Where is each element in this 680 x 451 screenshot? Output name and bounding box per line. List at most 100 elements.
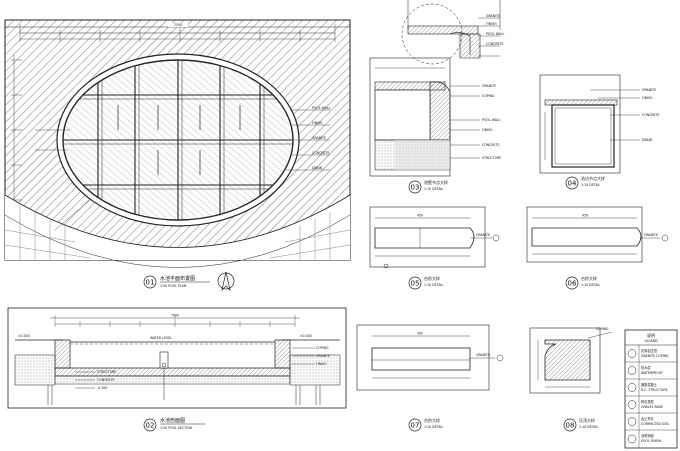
section-elevation-right: ±0.000 bbox=[300, 334, 312, 338]
detail-07-bubble bbox=[408, 418, 422, 432]
detail-05-subtitle: 1:10 DETAIL bbox=[424, 283, 443, 287]
legend-row-3-en: R.C. STRUCTURE bbox=[641, 388, 668, 392]
detail-01-number: 01 bbox=[146, 279, 155, 287]
d03-top-coping bbox=[449, 32, 471, 55]
section-right-wall bbox=[274, 339, 291, 369]
legend-row-1-en: GRANITE COPING bbox=[641, 354, 669, 358]
detail-02-subtitle: 1:50 POOL SECTION bbox=[160, 426, 193, 430]
plan-dim-ticks bbox=[19, 24, 336, 42]
d08-note-coping: COPING bbox=[596, 327, 609, 331]
d04-leaders bbox=[590, 89, 640, 141]
detail-05-step-detail: 450 GRANITE 05 台阶大样 1:10 DETAIL bbox=[369, 206, 500, 290]
plan-note-finish: FINISH bbox=[312, 121, 323, 125]
plan-bottom-arc bbox=[4, 194, 351, 248]
plan-note-concrete: CONCRETE bbox=[312, 151, 330, 155]
d03-note-concrete: CONCRETE bbox=[482, 143, 500, 147]
d06-note-granite: GRANITE bbox=[644, 233, 658, 237]
detail-03-number: 03 bbox=[411, 184, 420, 192]
detail-07-number: 07 bbox=[411, 422, 420, 430]
legend-row-rules bbox=[625, 345, 677, 448]
d03-top-note-finish: FINISH bbox=[486, 22, 497, 26]
plan-top-dimension: 7500 bbox=[174, 23, 182, 27]
section-note-structure: STRUCTURE bbox=[97, 370, 116, 374]
legend-row-6-en: POOL FINISH bbox=[641, 439, 662, 443]
d07-frame bbox=[356, 324, 490, 391]
plan-paving-grid bbox=[4, 205, 351, 260]
pool-center-arrows bbox=[117, 105, 241, 175]
detail-01-pool-plan: 7500 bbox=[4, 19, 351, 292]
d03-water-body bbox=[374, 89, 431, 141]
section-note-concrete: CONCRETE bbox=[97, 378, 115, 382]
legend-symbol-5-icon bbox=[627, 417, 637, 426]
plan-leaders bbox=[35, 109, 330, 231]
detail-04-bubble bbox=[565, 176, 579, 190]
d03-base-shade bbox=[395, 140, 450, 170]
detail-03-title: 池壁节点大样 bbox=[424, 179, 448, 185]
plan-note-granite: GRANITE bbox=[312, 136, 326, 140]
detail-07-subtitle: 1:10 DETAIL bbox=[424, 425, 443, 429]
section-right-soil bbox=[289, 354, 341, 386]
d03-leaders bbox=[450, 85, 480, 159]
detail-03-subtitle: 1:10 DETAIL bbox=[424, 187, 443, 191]
d03-top-note-wall: POOL WALL bbox=[486, 32, 505, 36]
d04-box bbox=[551, 104, 615, 168]
d06-dim-top-value: 450 bbox=[582, 214, 588, 218]
d03-pool-wall bbox=[429, 81, 451, 141]
d03-top-note-concrete: CONCRETE bbox=[486, 42, 504, 46]
detail-08-title: 压顶大样 bbox=[579, 417, 595, 423]
pool-grid-lines bbox=[63, 60, 293, 220]
legend-table: 说明 LEGEND 花岗岩压顶 GRANITE COPING 防水层 WATER… bbox=[624, 329, 678, 449]
detail-05-number: 05 bbox=[411, 280, 420, 288]
legend-subtitle: LEGEND bbox=[644, 339, 658, 343]
section-drain bbox=[159, 351, 169, 369]
detail-04-number: 04 bbox=[568, 180, 577, 188]
detail-04-subtitle: 1:10 DETAIL bbox=[581, 183, 600, 187]
north-arrow-icon bbox=[217, 272, 235, 290]
d03-note-structure: STRUCTURE bbox=[482, 156, 501, 160]
section-leaders bbox=[75, 347, 315, 389]
d03-top-leaders bbox=[478, 17, 500, 57]
detail-03-bubble bbox=[408, 180, 422, 194]
detail-05-bubble bbox=[408, 276, 422, 290]
legend-row-5-en: COMPACTED SOIL bbox=[641, 422, 669, 426]
detail-01-title: 水池平面布置图 bbox=[160, 275, 195, 282]
detail-01-subtitle: 1:50 POOL PLAN bbox=[160, 284, 187, 288]
detail-02-bubble bbox=[143, 418, 157, 432]
section-water-level-label: WATER LEVEL bbox=[150, 336, 172, 340]
legend-title: 说明 bbox=[647, 332, 655, 338]
section-left-soil bbox=[14, 354, 56, 386]
d04-frame bbox=[539, 74, 621, 174]
section-note-coping: COPING bbox=[316, 346, 329, 350]
section-top-dimension: 7500 bbox=[171, 314, 179, 318]
section-left-wall bbox=[54, 339, 71, 369]
d04-note-concrete: CONCRETE bbox=[642, 113, 660, 117]
legend-symbol-3-icon bbox=[627, 383, 637, 392]
section-gravel-base bbox=[54, 375, 291, 385]
d06-step-profile bbox=[531, 227, 642, 247]
legend-row-5-cn: 素土夯实 bbox=[641, 416, 654, 421]
legend-row-6-cn: 池底饰面 bbox=[641, 433, 654, 438]
d04-box-inner bbox=[554, 107, 612, 165]
d03-note-granite: GRANITE bbox=[482, 84, 496, 88]
section-dim-ticks bbox=[54, 315, 296, 327]
d08-leader bbox=[587, 331, 613, 339]
d03-top-note-granite: GRANITE bbox=[486, 14, 500, 18]
detail-08-bubble bbox=[563, 418, 577, 432]
legend-row-2-cn: 防水层 bbox=[641, 365, 651, 370]
legend-row-2-en: WATERPROOF bbox=[641, 371, 663, 375]
legend-symbol-6-icon bbox=[627, 434, 637, 444]
section-frame bbox=[7, 307, 347, 409]
detail-06-step-detail: 450 GRANITE 06 台阶大样 1:10 DETAIL bbox=[526, 206, 669, 290]
d05-reference-icon bbox=[492, 234, 500, 242]
detail-05-title: 台阶大样 bbox=[424, 275, 440, 281]
north-arrow-pointer-icon bbox=[221, 271, 231, 292]
section-note-finish: FINISH bbox=[316, 362, 327, 366]
detail-02-title: 水池剖面图 bbox=[160, 417, 185, 424]
detail-08-coping-detail: COPING 08 压顶大样 1:10 DETAIL bbox=[529, 327, 613, 432]
d05-step-profile bbox=[374, 227, 475, 249]
section-note-granite: GRANITE bbox=[316, 354, 330, 358]
detail-06-subtitle: 1:10 DETAIL bbox=[581, 283, 600, 287]
plan-note-drain: DRAIN bbox=[312, 166, 323, 170]
d04-note-finish: FINISH bbox=[642, 96, 653, 100]
d05-dim-top-value: 450 bbox=[417, 214, 423, 218]
